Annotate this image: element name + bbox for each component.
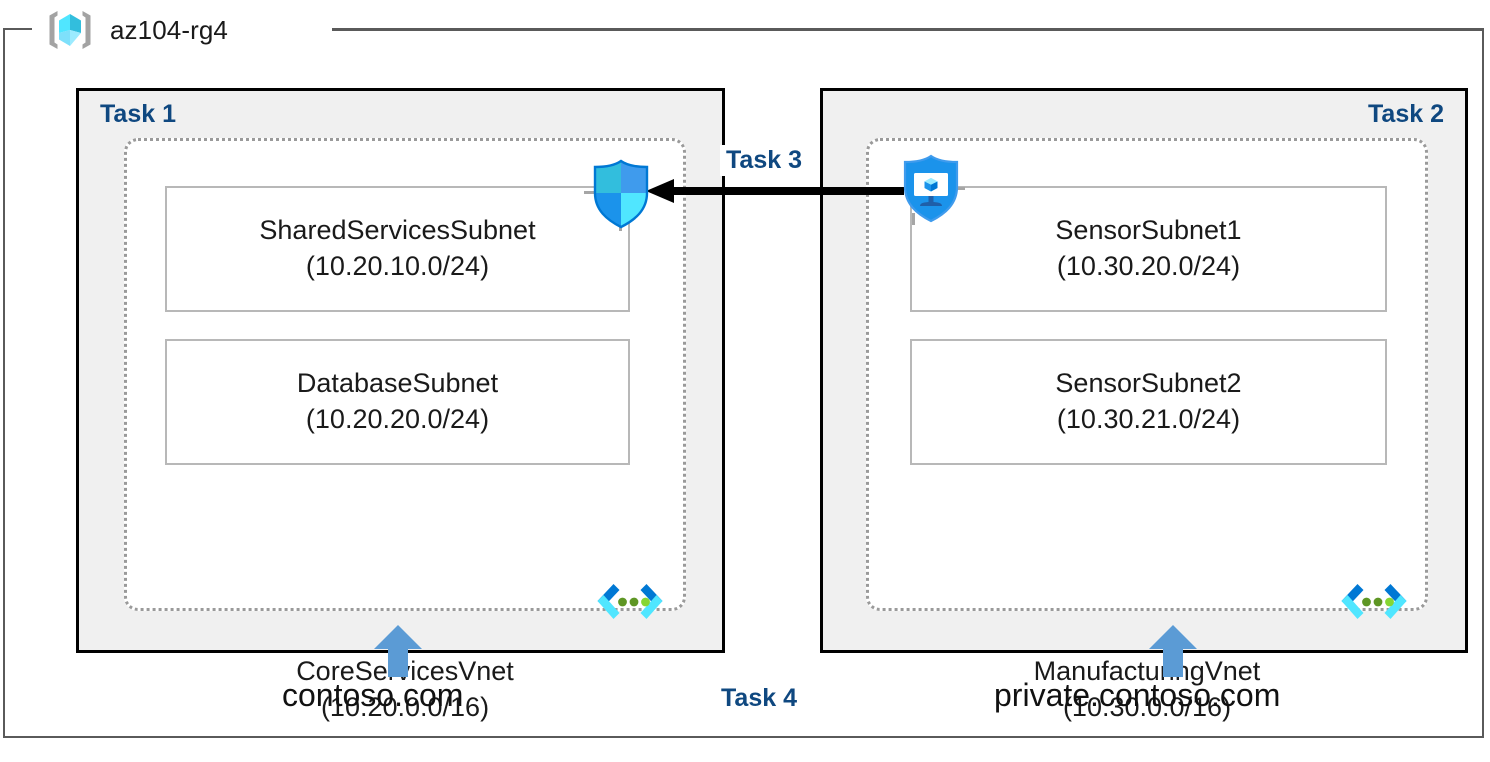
left-pointing-connection-arrow: [646, 174, 904, 208]
up-pointing-dns-arrow: [1149, 625, 1197, 677]
task2-label: Task 2: [1368, 100, 1444, 128]
network-security-group-shield-icon: [584, 157, 658, 233]
manufacturing-vnet-name: ManufacturingVnet: [1033, 656, 1261, 686]
resource-group-label: az104-rg4: [44, 8, 228, 52]
protected-virtual-machine-shield-icon: [897, 153, 965, 225]
sensor-subnet-2-cidr: (10.30.21.0/24): [1056, 404, 1241, 434]
up-pointing-dns-arrow: [374, 625, 422, 677]
database-subnet-cidr: (10.20.20.0/24): [305, 404, 490, 434]
core-services-vnet-cidr: (10.20.0.0/16): [320, 691, 490, 722]
task4-label: Task 4: [721, 684, 797, 712]
sensor-subnet-2-box: SensorSubnet2 (10.30.21.0/24): [910, 339, 1387, 465]
resource-group-label-mask: [32, 16, 332, 42]
task3-label: Task 3: [720, 145, 808, 177]
private-dns-zone-label: private.contoso.com: [994, 677, 1281, 713]
shared-services-subnet-cidr: (10.20.10.0/24): [305, 251, 490, 281]
shared-services-subnet-name: SharedServicesSubnet: [259, 215, 536, 246]
sensor-subnet-1-cidr: (10.30.20.0/24): [1056, 251, 1241, 281]
sensor-subnet-2-name: SensorSubnet2: [1055, 368, 1242, 399]
database-subnet-box: DatabaseSubnet (10.20.20.0/24): [165, 339, 630, 465]
shared-services-subnet-box: SharedServicesSubnet (10.20.10.0/24): [165, 186, 630, 312]
virtual-network-icon: [594, 580, 666, 628]
virtual-network-icon: [1338, 580, 1410, 628]
resource-group-title-rule: [300, 29, 1484, 31]
resource-group-cube-icon: [44, 8, 96, 52]
database-subnet-name: DatabaseSubnet: [296, 368, 499, 399]
sensor-subnet-1-name: SensorSubnet1: [1055, 215, 1242, 246]
task1-label: Task 1: [100, 100, 176, 128]
public-dns-zone-label: contoso.com: [282, 677, 464, 713]
manufacturing-vnet-cidr: (10.30.0.0/16): [1062, 691, 1232, 722]
resource-group-name: az104-rg4: [110, 15, 228, 45]
manufacturing-vnet-caption: ManufacturingVnet (10.30.0.0/16): [869, 654, 1425, 725]
sensor-subnet-1-box: SensorSubnet1 (10.30.20.0/24): [910, 186, 1387, 312]
